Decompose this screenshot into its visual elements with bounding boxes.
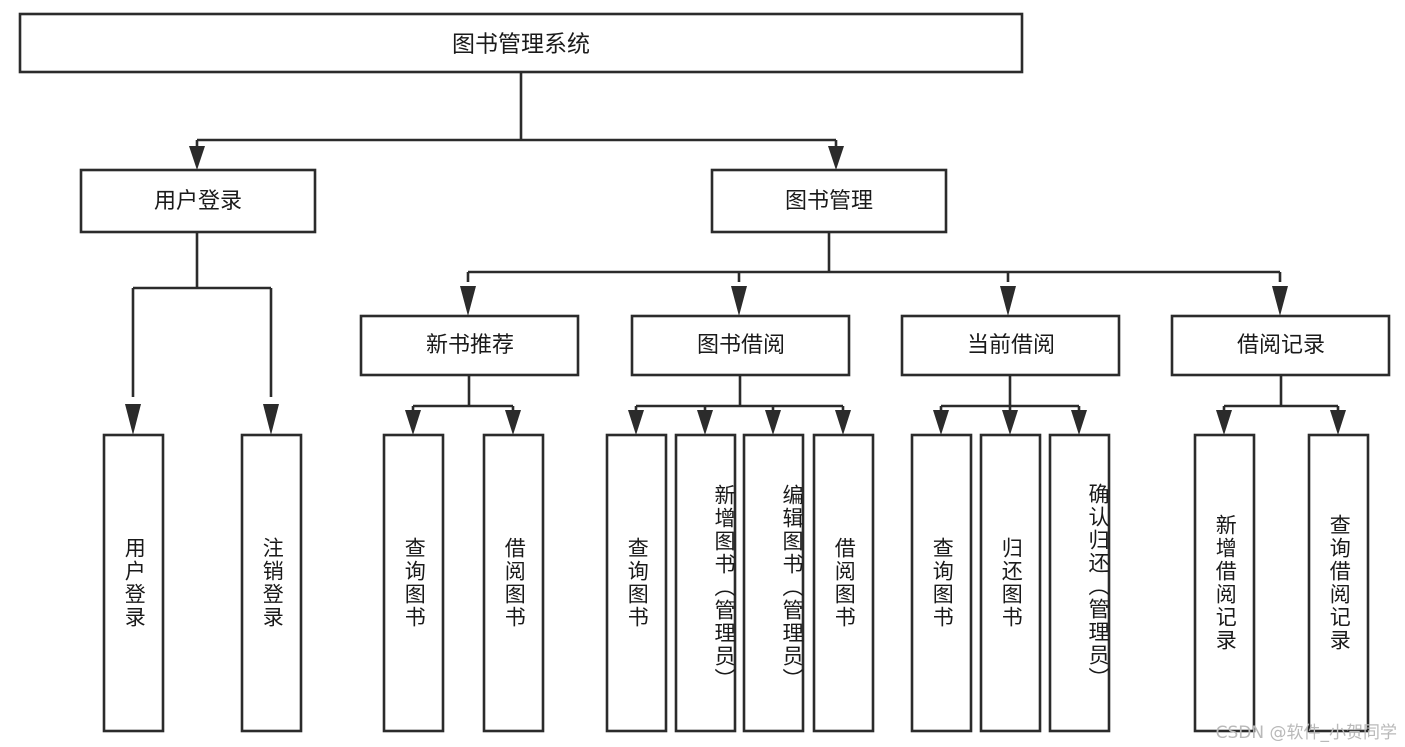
node-book-management-box[interactable] — [710, 168, 948, 234]
leaf-box-query-book-2[interactable] — [605, 433, 668, 733]
leaf-box-query-record[interactable] — [1307, 433, 1370, 733]
leaf-box-confirm-return[interactable] — [1048, 433, 1111, 733]
node-current-borrow-box[interactable] — [900, 314, 1121, 377]
arrow-head-current-borrow — [1000, 286, 1016, 316]
node-book-management-label: 图书管理 — [785, 189, 873, 214]
arrow-head-leaf-borrow-book-2 — [835, 410, 851, 435]
node-book-borrow-box[interactable] — [630, 314, 851, 377]
arrow-head-leaf-return-book — [1002, 410, 1018, 435]
leaf-box-add-record[interactable] — [1193, 433, 1256, 733]
arrow-head-leaf-edit-book — [765, 410, 781, 435]
arrow-head-leaf-query-book-1 — [405, 410, 421, 435]
leaf-box-query-book-1[interactable] — [382, 433, 445, 733]
leaf-box-borrow-book-2[interactable] — [812, 433, 875, 733]
node-new-book-recommend-label: 新书推荐 — [426, 333, 514, 358]
node-user-login-label: 用户登录 — [154, 189, 242, 214]
arrow-head-leaf-borrow-book-1 — [505, 410, 521, 435]
arrow-head-leaf-add-record — [1216, 410, 1232, 435]
arrow-head-new-book — [460, 286, 476, 316]
arrow-head-leaf-query-book-3 — [933, 410, 949, 435]
arrow-head-leaf-query-book-2 — [628, 410, 644, 435]
node-root-box[interactable] — [18, 12, 1024, 74]
arrow-head-book-mgmt — [828, 146, 844, 170]
leaf-box-query-book-3[interactable] — [910, 433, 973, 733]
node-root-label: 图书管理系统 — [452, 32, 590, 58]
csdn-watermark: CSDN @软件_小贺同学 — [1215, 723, 1397, 743]
arrow-head-leaf-query-record — [1330, 410, 1346, 435]
node-book-borrow-label: 图书借阅 — [697, 333, 785, 358]
arrow-head-user-login — [189, 146, 205, 170]
leaf-box-edit-book[interactable] — [742, 433, 805, 733]
arrow-head-borrow-record — [1272, 286, 1288, 316]
leaf-box-user-login[interactable] — [102, 433, 165, 733]
arrow-head-leaf-user-login — [125, 404, 141, 435]
node-borrow-record-label: 借阅记录 — [1237, 333, 1325, 358]
arrow-head-leaf-confirm-return — [1071, 410, 1087, 435]
node-borrow-record-box[interactable] — [1170, 314, 1391, 377]
leaf-box-logout[interactable] — [240, 433, 303, 733]
arrow-head-leaf-logout — [263, 404, 279, 435]
leaf-box-add-book[interactable] — [674, 433, 737, 733]
node-current-borrow-label: 当前借阅 — [967, 333, 1055, 358]
node-user-login-box[interactable] — [79, 168, 317, 234]
node-new-book-recommend-box[interactable] — [359, 314, 580, 377]
arrow-head-leaf-add-book — [697, 410, 713, 435]
leaf-box-borrow-book-1[interactable] — [482, 433, 545, 733]
arrow-head-book-borrow — [731, 286, 747, 316]
leaf-box-return-book[interactable] — [979, 433, 1042, 733]
